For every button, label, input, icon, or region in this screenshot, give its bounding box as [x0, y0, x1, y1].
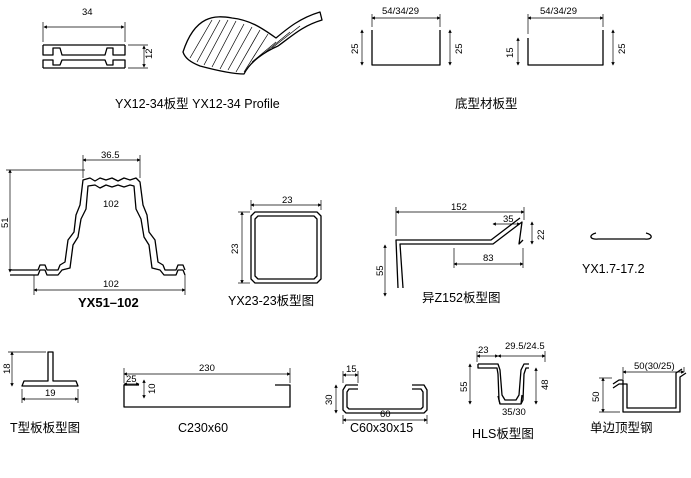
z152-leg: 55 [375, 265, 386, 276]
yx12-34-3d-illustration [182, 11, 323, 75]
c230-profile [123, 368, 291, 408]
floor-deck-b-top: 54/34/29 [540, 6, 577, 17]
yx12-34-width: 34 [82, 7, 93, 18]
floor-deck-profile-b [516, 14, 615, 66]
c230-lip: 25 [126, 374, 137, 385]
z152-caption: 异Z152板型图 [422, 291, 501, 305]
yx12-34-profile [42, 22, 148, 69]
yx23-23-height: 23 [230, 243, 241, 254]
hls-left-height: 55 [459, 381, 470, 392]
floor-deck-a-left-height: 25 [350, 43, 361, 54]
yx12-34-caption: YX12-34板型 YX12-34 Profile [115, 97, 280, 111]
floor-deck-b-right-height: 25 [617, 43, 628, 54]
single-edge-top: 50(30/25) [634, 361, 675, 372]
z152-step-width: 35 [503, 214, 514, 225]
hls-top-right: 29.5/24.5 [505, 341, 545, 352]
t-panel-caption: T型板板型图 [10, 421, 80, 435]
t-panel-width: 19 [45, 388, 56, 399]
single-edge-profile [599, 367, 687, 413]
yx12-34-height: 12 [144, 48, 155, 59]
yx1-7-profile [590, 232, 652, 240]
t-panel-height: 18 [2, 363, 13, 374]
c60-height: 30 [324, 394, 335, 405]
hls-top-left: 23 [478, 345, 489, 356]
yx51-102-top-width: 36.5 [101, 150, 120, 161]
hls-caption: HLS板型图 [472, 427, 534, 441]
yx51-102-bottom-width: 102 [103, 279, 119, 290]
hls-bottom-width: 35/30 [502, 407, 526, 418]
floor-deck-caption: 底型材板型 [455, 96, 518, 111]
yx23-23-profile [238, 200, 322, 284]
z152-rise: 22 [536, 229, 547, 240]
z152-profile [383, 207, 534, 297]
floor-deck-a-right-height: 25 [454, 43, 465, 54]
t-panel-profile [8, 351, 79, 403]
c60-caption: C60x30x15 [350, 421, 413, 435]
c60-width: 60 [380, 409, 391, 420]
hls-right-height: 48 [540, 379, 551, 390]
floor-deck-b-left-height: 15 [505, 47, 516, 58]
yx1-7-caption: YX1.7-17.2 [582, 262, 645, 276]
single-edge-height: 50 [591, 391, 602, 402]
yx51-102-height: 51 [0, 217, 11, 228]
c230-width: 230 [199, 363, 215, 374]
z152-overall-width: 152 [451, 202, 467, 213]
yx51-102-mid-width: 102 [103, 199, 119, 210]
single-edge-caption: 单边顶型钢 [590, 421, 653, 435]
yx51-102-profile [6, 155, 186, 295]
yx23-23-caption: YX23-23板型图 [228, 294, 314, 308]
c60-lip: 15 [346, 364, 357, 375]
floor-deck-profile-a [360, 14, 452, 66]
z152-inner-width: 83 [483, 253, 494, 264]
c60-profile [334, 371, 428, 424]
floor-deck-a-top: 54/34/29 [382, 6, 419, 17]
yx51-102-caption: YX51–102 [78, 295, 139, 310]
hls-profile [468, 351, 546, 405]
yx23-23-width: 23 [282, 195, 293, 206]
c230-depth: 10 [147, 383, 158, 394]
c230-caption: C230x60 [178, 421, 228, 435]
